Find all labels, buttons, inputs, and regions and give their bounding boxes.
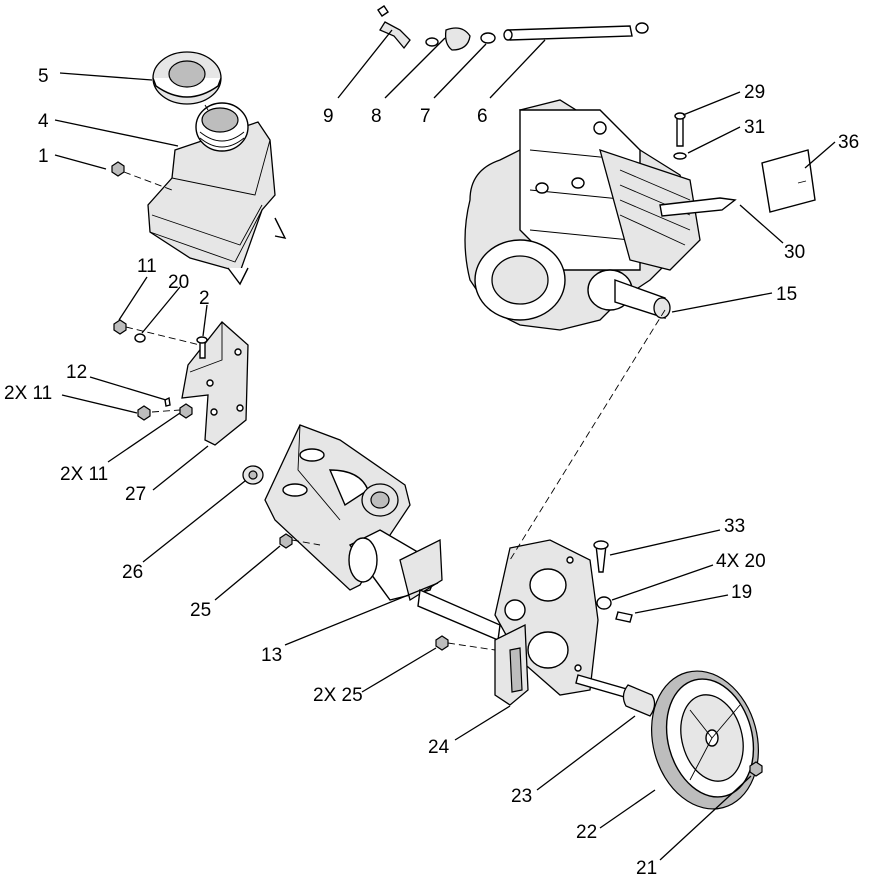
callout-5: 5 xyxy=(38,66,49,87)
callout-23: 23 xyxy=(511,786,532,807)
callout-2: 2 xyxy=(199,288,210,309)
callout-12: 12 xyxy=(66,362,87,383)
leader-lines xyxy=(54,29,836,861)
callout-8: 8 xyxy=(371,106,382,127)
callout-4x-20: 4X 20 xyxy=(716,551,766,572)
callout-15: 15 xyxy=(776,284,797,305)
callout-13: 13 xyxy=(261,645,282,666)
callout-20: 20 xyxy=(168,272,189,293)
fuel-tank-cap xyxy=(152,51,222,105)
callout-6: 6 xyxy=(477,106,488,127)
frame-housing xyxy=(264,424,501,642)
callout-26: 26 xyxy=(122,562,143,583)
callout-1: 1 xyxy=(38,146,49,167)
engine-bolt-and-washer xyxy=(673,112,687,160)
callout-2x-25: 2X 25 xyxy=(313,685,363,706)
wheel-nut xyxy=(749,761,763,777)
callout-4: 4 xyxy=(38,111,49,132)
wheel xyxy=(651,670,759,810)
skid-bracket xyxy=(494,623,529,706)
callout-30: 30 xyxy=(784,242,805,263)
frame-hardware xyxy=(242,465,633,651)
callout-36: 36 xyxy=(838,132,859,153)
callout-11: 11 xyxy=(137,256,157,277)
engine xyxy=(464,99,737,331)
callout-21: 21 xyxy=(636,858,657,879)
callout-labels: 5 4 1 9 8 7 6 29 31 36 30 15 11 20 2 12 … xyxy=(4,66,859,879)
callout-19: 19 xyxy=(731,582,752,603)
callout-24: 24 xyxy=(428,737,450,758)
decal-plate xyxy=(761,149,816,213)
tank-nut xyxy=(111,161,125,177)
callout-22: 22 xyxy=(576,822,597,843)
callout-9: 9 xyxy=(323,106,334,127)
callout-29: 29 xyxy=(744,82,765,103)
callout-2x-11-upper: 2X 11 xyxy=(4,383,52,404)
callout-33: 33 xyxy=(724,516,745,537)
callout-7: 7 xyxy=(420,106,431,127)
fuel-line-parts xyxy=(377,5,649,51)
callout-31: 31 xyxy=(744,117,765,138)
bracket-hardware xyxy=(113,319,208,421)
callout-2x-11-lower: 2X 11 xyxy=(60,464,108,485)
callout-25: 25 xyxy=(190,600,211,621)
callout-27: 27 xyxy=(125,484,146,505)
fuel-tank xyxy=(147,102,287,286)
mount-bracket xyxy=(181,321,249,446)
axle xyxy=(575,674,656,717)
